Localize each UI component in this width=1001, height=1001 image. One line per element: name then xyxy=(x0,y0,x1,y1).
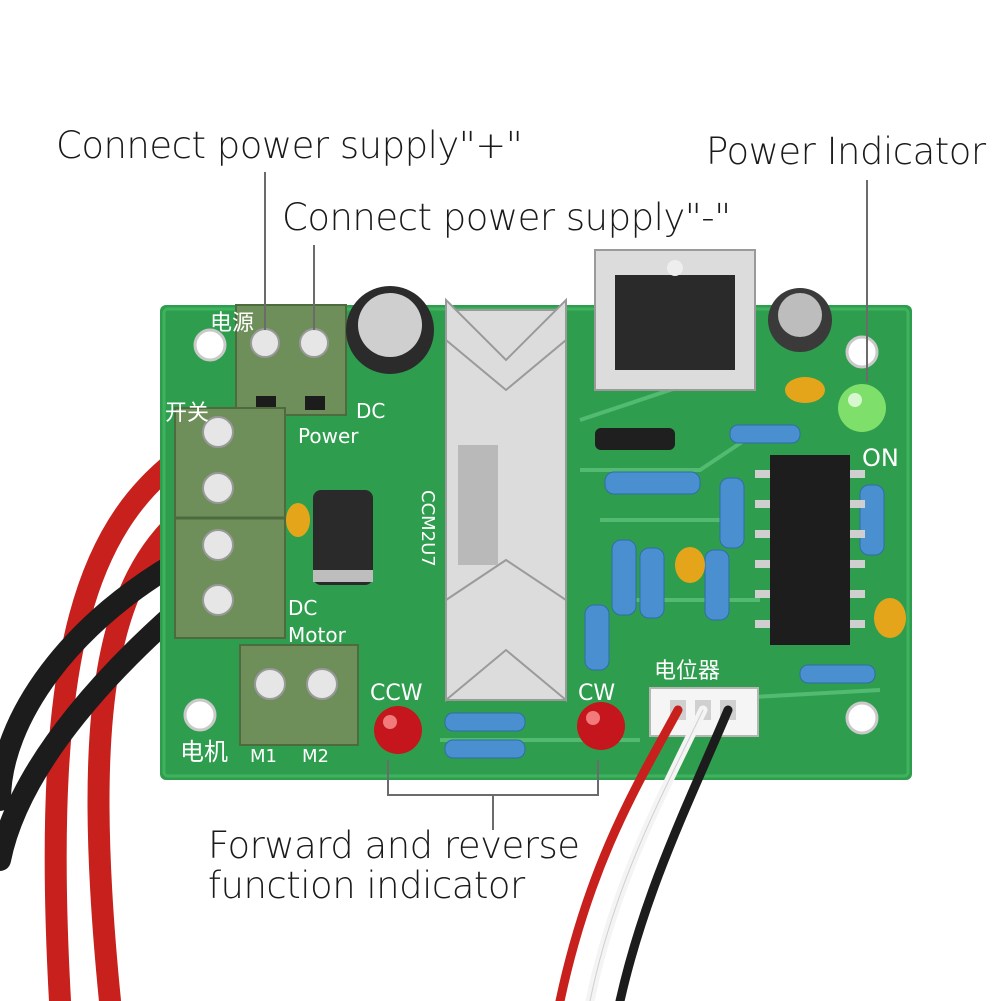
silk-chip-part: CCM2U7 xyxy=(417,490,438,567)
silk-pot-cn: 电位器 xyxy=(654,659,720,684)
callout-direction-line1: Forward and reverse xyxy=(208,824,580,867)
led-icon xyxy=(374,384,886,754)
power-terminal xyxy=(235,304,347,416)
silk-dc-motor-1: DC xyxy=(288,596,317,620)
ic-chip-icon xyxy=(755,455,865,645)
callout-lines xyxy=(264,172,868,830)
silk-dc-motor-2: Motor xyxy=(288,623,347,647)
callout-direction-indicator: Forward and reverse function indicator xyxy=(208,826,580,906)
resistor-icon xyxy=(444,424,885,759)
diode-icon xyxy=(313,490,373,585)
mount-holes xyxy=(183,328,879,735)
callout-power-indicator: Power Indicator xyxy=(706,130,986,173)
silk-motor-cn: 电机 xyxy=(180,738,228,766)
m-terminal xyxy=(239,644,359,746)
silk-m2: M2 xyxy=(302,746,329,767)
silk-m1: M1 xyxy=(250,746,277,767)
electrolytic-capacitor-icon xyxy=(346,286,832,374)
silk-switch-cn: 开关 xyxy=(165,401,209,426)
callout-power-plus: Connect power supply"+" xyxy=(56,124,523,167)
silkscreen: 电源 开关 DC Power CCM2U7 DC Motor CCW CW ON… xyxy=(165,311,899,767)
silk-dc-power-1: DC xyxy=(356,399,385,423)
ceramic-capacitor-icon xyxy=(286,377,906,638)
pot-wires xyxy=(555,705,733,1001)
callout-direction-line2: function indicator xyxy=(208,864,525,907)
motor-terminal xyxy=(174,407,286,639)
silk-dc-power-2: Power xyxy=(298,424,359,448)
callout-power-minus: Connect power supply"-" xyxy=(282,196,731,239)
silk-power-cn: 电源 xyxy=(210,311,254,336)
silk-cw: CW xyxy=(578,681,615,706)
silk-ccw: CCW xyxy=(370,681,423,706)
silk-on: ON xyxy=(862,444,899,472)
